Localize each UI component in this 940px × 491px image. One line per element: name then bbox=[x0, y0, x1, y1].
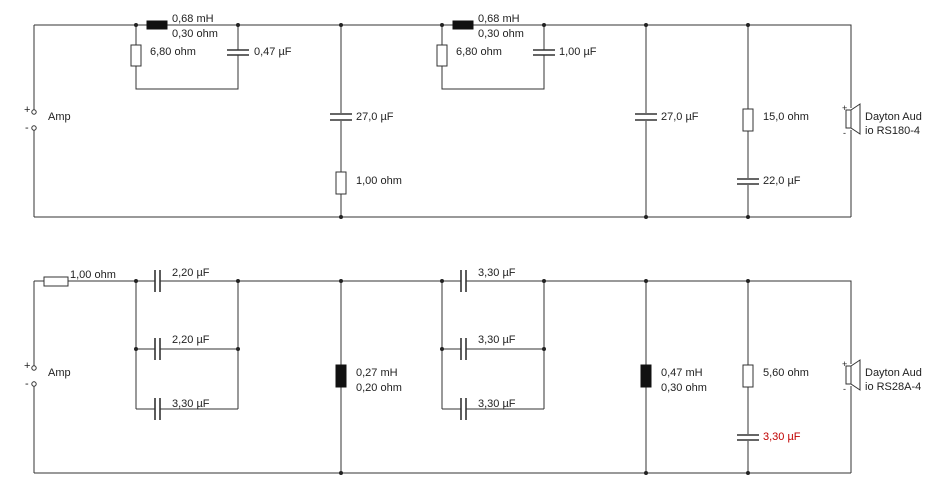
svg-text:-: - bbox=[25, 378, 29, 390]
svg-text:0,68 mH: 0,68 mH bbox=[478, 13, 520, 25]
top-zobel-resistor: 15,0 ohm bbox=[742, 108, 809, 132]
svg-text:15,0 ohm: 15,0 ohm bbox=[763, 111, 809, 123]
bottom-amp-terminals: + - Amp bbox=[24, 360, 71, 390]
top-amp-plus: + bbox=[24, 104, 30, 116]
bottom-shunt-inductor-1: 0,27 mH 0,20 ohm bbox=[335, 364, 402, 394]
svg-text:0,30 ohm: 0,30 ohm bbox=[661, 382, 707, 394]
top-zobel-capacitor: 22,0 µF bbox=[737, 175, 801, 187]
bottom-circuit: + - Amp 1,00 ohm 2,20 µF 2,20 µF 3,30 µF… bbox=[24, 267, 922, 475]
svg-text:0,30 ohm: 0,30 ohm bbox=[172, 28, 218, 40]
svg-text:+: + bbox=[842, 103, 847, 113]
bottom-cap-bank-2: 3,30 µF 3,30 µF 3,30 µF bbox=[460, 267, 516, 420]
top-parallel-capacitor-1: 0,47 µF bbox=[227, 46, 292, 58]
svg-text:0,68 mH: 0,68 mH bbox=[172, 13, 214, 25]
bottom-shunt-inductor-2: 0,47 mH 0,30 ohm bbox=[640, 364, 707, 394]
svg-text:3,30 µF: 3,30 µF bbox=[478, 334, 516, 346]
top-circuit: + - Amp 0,68 mH 0,30 ohm 6,80 ohm 0,47 µ… bbox=[24, 13, 922, 219]
svg-text:3,30 µF: 3,30 µF bbox=[478, 398, 516, 410]
top-parallel-resistor-1: 6,80 ohm bbox=[130, 44, 196, 67]
svg-text:-: - bbox=[843, 128, 846, 138]
svg-text:22,0 µF: 22,0 µF bbox=[763, 175, 801, 187]
bottom-zobel-capacitor-label: 3,30 µF bbox=[763, 431, 801, 443]
bottom-cap-bank-1: 2,20 µF 2,20 µF 3,30 µF bbox=[154, 267, 210, 420]
svg-text:1,00 ohm: 1,00 ohm bbox=[356, 175, 402, 187]
bottom-speaker-label-1: Dayton Aud bbox=[865, 367, 922, 379]
bottom-amp-label: Amp bbox=[48, 367, 71, 379]
svg-text:0,47 mH: 0,47 mH bbox=[661, 367, 703, 379]
top-series-inductor-1: 0,68 mH 0,30 ohm bbox=[146, 13, 218, 40]
svg-text:6,80 ohm: 6,80 ohm bbox=[456, 46, 502, 58]
top-amp-label: Amp bbox=[48, 111, 71, 123]
top-amp-minus: - bbox=[25, 122, 29, 134]
top-shunt-capacitor-2: 27,0 µF bbox=[635, 111, 699, 123]
svg-text:6,80 ohm: 6,80 ohm bbox=[150, 46, 196, 58]
top-parallel-capacitor-2: 1,00 µF bbox=[533, 46, 597, 58]
svg-text:1,00 ohm: 1,00 ohm bbox=[70, 269, 116, 281]
svg-text:+: + bbox=[24, 360, 30, 372]
bottom-speaker-label-2: io RS28A-4 bbox=[865, 381, 921, 393]
svg-text:3,30 µF: 3,30 µF bbox=[478, 267, 516, 279]
top-shunt-capacitor-1: 27,0 µF bbox=[330, 111, 394, 123]
top-amp-terminals: + - Amp bbox=[24, 104, 71, 134]
top-shunt-resistor-1: 1,00 ohm bbox=[335, 171, 402, 195]
svg-text:2,20 µF: 2,20 µF bbox=[172, 334, 210, 346]
svg-text:0,27 mH: 0,27 mH bbox=[356, 367, 398, 379]
svg-text:0,20 ohm: 0,20 ohm bbox=[356, 382, 402, 394]
svg-text:0,30 ohm: 0,30 ohm bbox=[478, 28, 524, 40]
top-speaker-label-2: io RS180-4 bbox=[865, 125, 920, 137]
bottom-zobel-resistor: 5,60 ohm bbox=[742, 364, 809, 388]
svg-text:2,20 µF: 2,20 µF bbox=[172, 267, 210, 279]
svg-text:-: - bbox=[843, 384, 846, 394]
top-speaker-icon: + - Dayton Aud io RS180-4 bbox=[842, 103, 922, 138]
svg-text:1,00 µF: 1,00 µF bbox=[559, 46, 597, 58]
svg-text:27,0 µF: 27,0 µF bbox=[356, 111, 394, 123]
bottom-speaker-icon: + - Dayton Aud io RS28A-4 bbox=[842, 359, 922, 394]
svg-text:27,0 µF: 27,0 µF bbox=[661, 111, 699, 123]
svg-text:3,30 µF: 3,30 µF bbox=[172, 398, 210, 410]
svg-text:0,47 µF: 0,47 µF bbox=[254, 46, 292, 58]
bottom-zobel-capacitor: 3,30 µF bbox=[737, 431, 801, 443]
svg-text:+: + bbox=[842, 359, 847, 369]
svg-text:5,60 ohm: 5,60 ohm bbox=[763, 367, 809, 379]
top-series-inductor-2: 0,68 mH 0,30 ohm bbox=[452, 13, 524, 40]
top-parallel-resistor-2: 6,80 ohm bbox=[436, 44, 502, 67]
bottom-series-resistor: 1,00 ohm bbox=[43, 269, 116, 287]
top-speaker-label-1: Dayton Aud bbox=[865, 111, 922, 123]
